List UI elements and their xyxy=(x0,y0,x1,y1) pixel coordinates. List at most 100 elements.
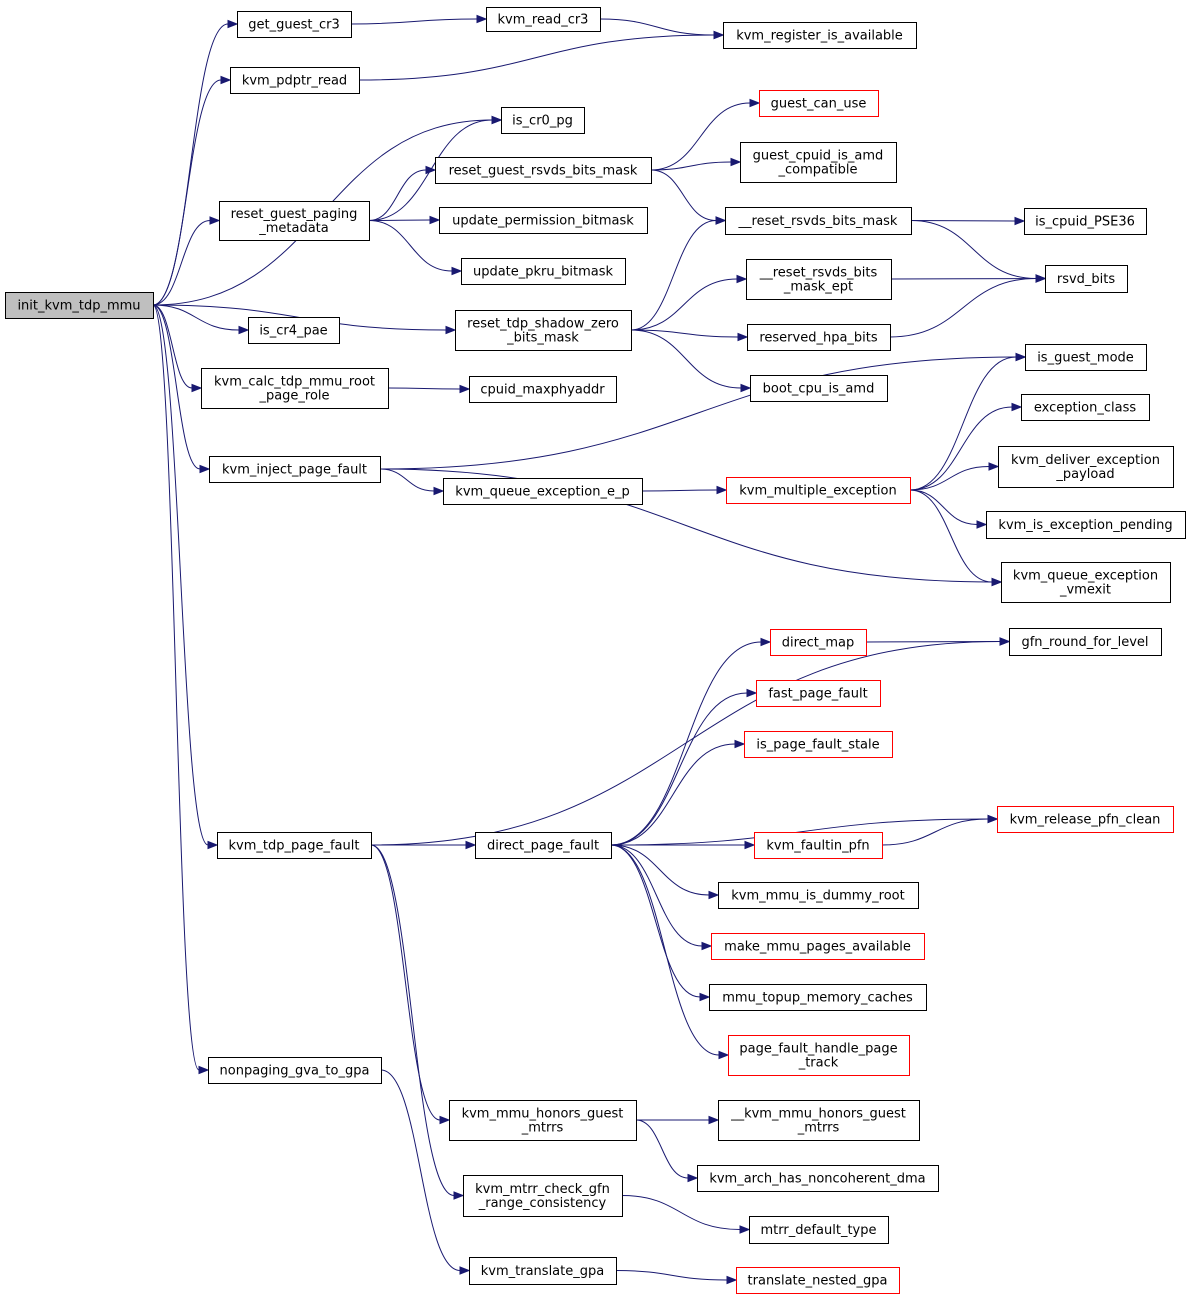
node-is_page_fault_stale[interactable]: is_page_fault_stale xyxy=(744,731,893,758)
node-reset_guest_paging[interactable]: reset_guest_paging_metadata xyxy=(219,201,370,241)
node-is_guest_mode[interactable]: is_guest_mode xyxy=(1025,344,1147,371)
arrowhead xyxy=(716,485,728,495)
arrowhead xyxy=(227,19,239,29)
edge-reset_guest_paging-to-update_permission_bitmask xyxy=(368,215,441,225)
node-label: kvm_queue_exception_e_p xyxy=(455,485,629,500)
edge-kvm_faultin_pfn-to-kvm_release_pfn_clean xyxy=(881,814,999,846)
edge-line xyxy=(909,466,990,491)
node-box xyxy=(750,375,888,402)
node-box xyxy=(711,933,925,960)
edge-line xyxy=(152,304,193,389)
edge-get_guest_cr3-to-kvm_read_cr3 xyxy=(350,14,488,25)
node-box xyxy=(754,832,883,859)
edge-line xyxy=(889,278,1037,338)
node-is_cpuid_PSE36[interactable]: is_cpuid_PSE36 xyxy=(1024,208,1147,235)
node-label: translate_nested_gpa xyxy=(748,1274,888,1289)
node-kvm_mmu_honors_guest_mtrrs[interactable]: kvm_mmu_honors_guest_mtrrs xyxy=(449,1100,637,1141)
node-kvm_arch_has_noncoherent_dma[interactable]: kvm_arch_has_noncoherent_dma xyxy=(697,1165,939,1192)
node-label: guest_can_use xyxy=(771,97,867,112)
edge-line xyxy=(909,489,993,583)
edge-kvm_tdp_page_fault-to-direct_page_fault xyxy=(370,840,477,850)
edge-reset_guest_paging-to-reset_guest_rsvds_bits_mask xyxy=(368,165,437,221)
node-translate_nested_gpa[interactable]: translate_nested_gpa xyxy=(736,1267,900,1294)
node-box xyxy=(1001,562,1171,603)
arrowhead xyxy=(445,325,457,335)
node-kvm_multiple_exception[interactable]: kvm_multiple_exception xyxy=(726,477,911,504)
node-guest_can_use[interactable]: guest_can_use xyxy=(759,90,879,117)
node-direct_map[interactable]: direct_map xyxy=(770,629,867,656)
node-init[interactable]: init_kvm_tdp_mmu xyxy=(5,292,154,319)
node-kvm_faultin_pfn[interactable]: kvm_faultin_pfn xyxy=(754,832,883,859)
node-kvm_deliver_exception[interactable]: kvm_deliver_exception_payload xyxy=(998,446,1174,488)
node-box xyxy=(1045,265,1128,293)
node-kvm_translate_gpa[interactable]: kvm_translate_gpa xyxy=(469,1257,617,1285)
node-exception_class[interactable]: exception_class xyxy=(1021,394,1150,421)
node-update_pkru_bitmask[interactable]: update_pkru_bitmask xyxy=(461,258,626,285)
arrowhead xyxy=(191,383,203,393)
edge-reset_rsvds_bits_mask_ept-to-rsvd_bits xyxy=(890,274,1047,283)
node-label: direct_map xyxy=(782,636,855,651)
node-kvm_pdptr_read[interactable]: kvm_pdptr_read xyxy=(230,67,360,94)
node-__kvm_mmu_honors_guest_mtrrs[interactable]: __kvm_mmu_honors_guest_mtrrs xyxy=(718,1100,920,1141)
edge-line xyxy=(610,844,701,998)
node-reset_guest_rsvds_bits_mask[interactable]: reset_guest_rsvds_bits_mask xyxy=(435,157,652,184)
node-reset_rsvds_bits_mask[interactable]: __reset_rsvds_bits_mask xyxy=(725,207,912,235)
node-kvm_queue_exception_e_p[interactable]: kvm_queue_exception_e_p xyxy=(443,478,643,505)
arrowhead xyxy=(718,1050,730,1060)
edge-line xyxy=(380,1069,461,1271)
node-reserved_hpa_bits[interactable]: reserved_hpa_bits xyxy=(747,324,891,351)
node-label: _metadata xyxy=(258,221,329,236)
node-reset_rsvds_bits_mask_ept[interactable]: __reset_rsvds_bits_mask_ept xyxy=(746,259,892,300)
arrowhead xyxy=(730,157,742,167)
node-mtrr_default_type[interactable]: mtrr_default_type xyxy=(749,1216,889,1244)
node-boot_cpu_is_amd[interactable]: boot_cpu_is_amd xyxy=(750,375,888,402)
node-is_cr4_pae[interactable]: is_cr4_pae xyxy=(248,317,340,344)
node-label: update_pkru_bitmask xyxy=(473,265,614,280)
node-box xyxy=(725,207,912,235)
node-direct_page_fault[interactable]: direct_page_fault xyxy=(475,832,612,859)
node-get_guest_cr3[interactable]: get_guest_cr3 xyxy=(237,11,352,38)
edge-line xyxy=(635,1119,689,1179)
node-nonpaging_gva_to_gpa[interactable]: nonpaging_gva_to_gpa xyxy=(208,1057,382,1084)
node-kvm_inject_page_fault[interactable]: kvm_inject_page_fault xyxy=(209,456,381,483)
node-kvm_mtrr_check_gfn[interactable]: kvm_mtrr_check_gfn_range_consistency xyxy=(463,1175,623,1217)
node-rsvd_bits[interactable]: rsvd_bits xyxy=(1045,265,1128,293)
node-box xyxy=(997,806,1174,833)
arrowhead xyxy=(1015,352,1027,362)
node-label: _mtrrs xyxy=(521,1121,564,1136)
node-kvm_tdp_page_fault[interactable]: kvm_tdp_page_fault xyxy=(217,832,372,859)
node-reset_tdp_shadow[interactable]: reset_tdp_shadow_zero_bits_mask xyxy=(455,310,632,351)
edge-line xyxy=(641,489,718,492)
node-box xyxy=(770,629,867,656)
node-page_fault_handle_page_track[interactable]: page_fault_handle_page_track xyxy=(728,1035,910,1076)
node-is_cr0_pg[interactable]: is_cr0_pg xyxy=(501,107,585,134)
node-make_mmu_pages_available[interactable]: make_mmu_pages_available xyxy=(711,933,925,960)
node-kvm_release_pfn_clean[interactable]: kvm_release_pfn_clean xyxy=(997,806,1174,833)
node-kvm_is_exception_pending[interactable]: kvm_is_exception_pending xyxy=(986,511,1186,539)
node-kvm_register_is_available[interactable]: kvm_register_is_available xyxy=(723,22,917,49)
node-update_permission_bitmask[interactable]: update_permission_bitmask xyxy=(439,207,648,234)
node-label: _bits_mask xyxy=(506,331,579,346)
edge-line xyxy=(630,329,742,389)
node-box xyxy=(749,1216,889,1244)
arrowhead xyxy=(708,890,720,900)
node-mmu_topup_memory_caches[interactable]: mmu_topup_memory_caches xyxy=(709,984,927,1011)
edge-line xyxy=(610,844,710,896)
edge-line xyxy=(630,220,717,331)
node-kvm_queue_exception_vmexit[interactable]: kvm_queue_exception_vmexit xyxy=(1001,562,1171,603)
arrowhead xyxy=(238,325,250,335)
node-kvm_calc_tdp[interactable]: kvm_calc_tdp_mmu_root_page_role xyxy=(201,368,389,409)
arrowhead xyxy=(699,992,711,1002)
node-guest_cpuid_is_amd[interactable]: guest_cpuid_is_amd_compatible xyxy=(740,142,897,183)
node-label: _compatible xyxy=(777,163,857,178)
node-gfn_round_for_level[interactable]: gfn_round_for_level xyxy=(1009,628,1162,656)
node-cpuid_maxphyaddr[interactable]: cpuid_maxphyaddr xyxy=(469,376,617,403)
node-label: kvm_release_pfn_clean xyxy=(1010,813,1161,828)
node-box xyxy=(469,376,617,403)
node-box xyxy=(986,511,1186,539)
node-label: guest_cpuid_is_amd xyxy=(753,149,884,164)
edge-kvm_mmu_honors_guest_mtrrs-to-kvm_arch_has_noncoherent_dma xyxy=(635,1119,699,1183)
node-kvm_mmu_is_dummy_root[interactable]: kvm_mmu_is_dummy_root xyxy=(718,882,919,909)
node-fast_page_fault[interactable]: fast_page_fault xyxy=(756,680,881,707)
node-kvm_read_cr3[interactable]: kvm_read_cr3 xyxy=(486,7,601,32)
